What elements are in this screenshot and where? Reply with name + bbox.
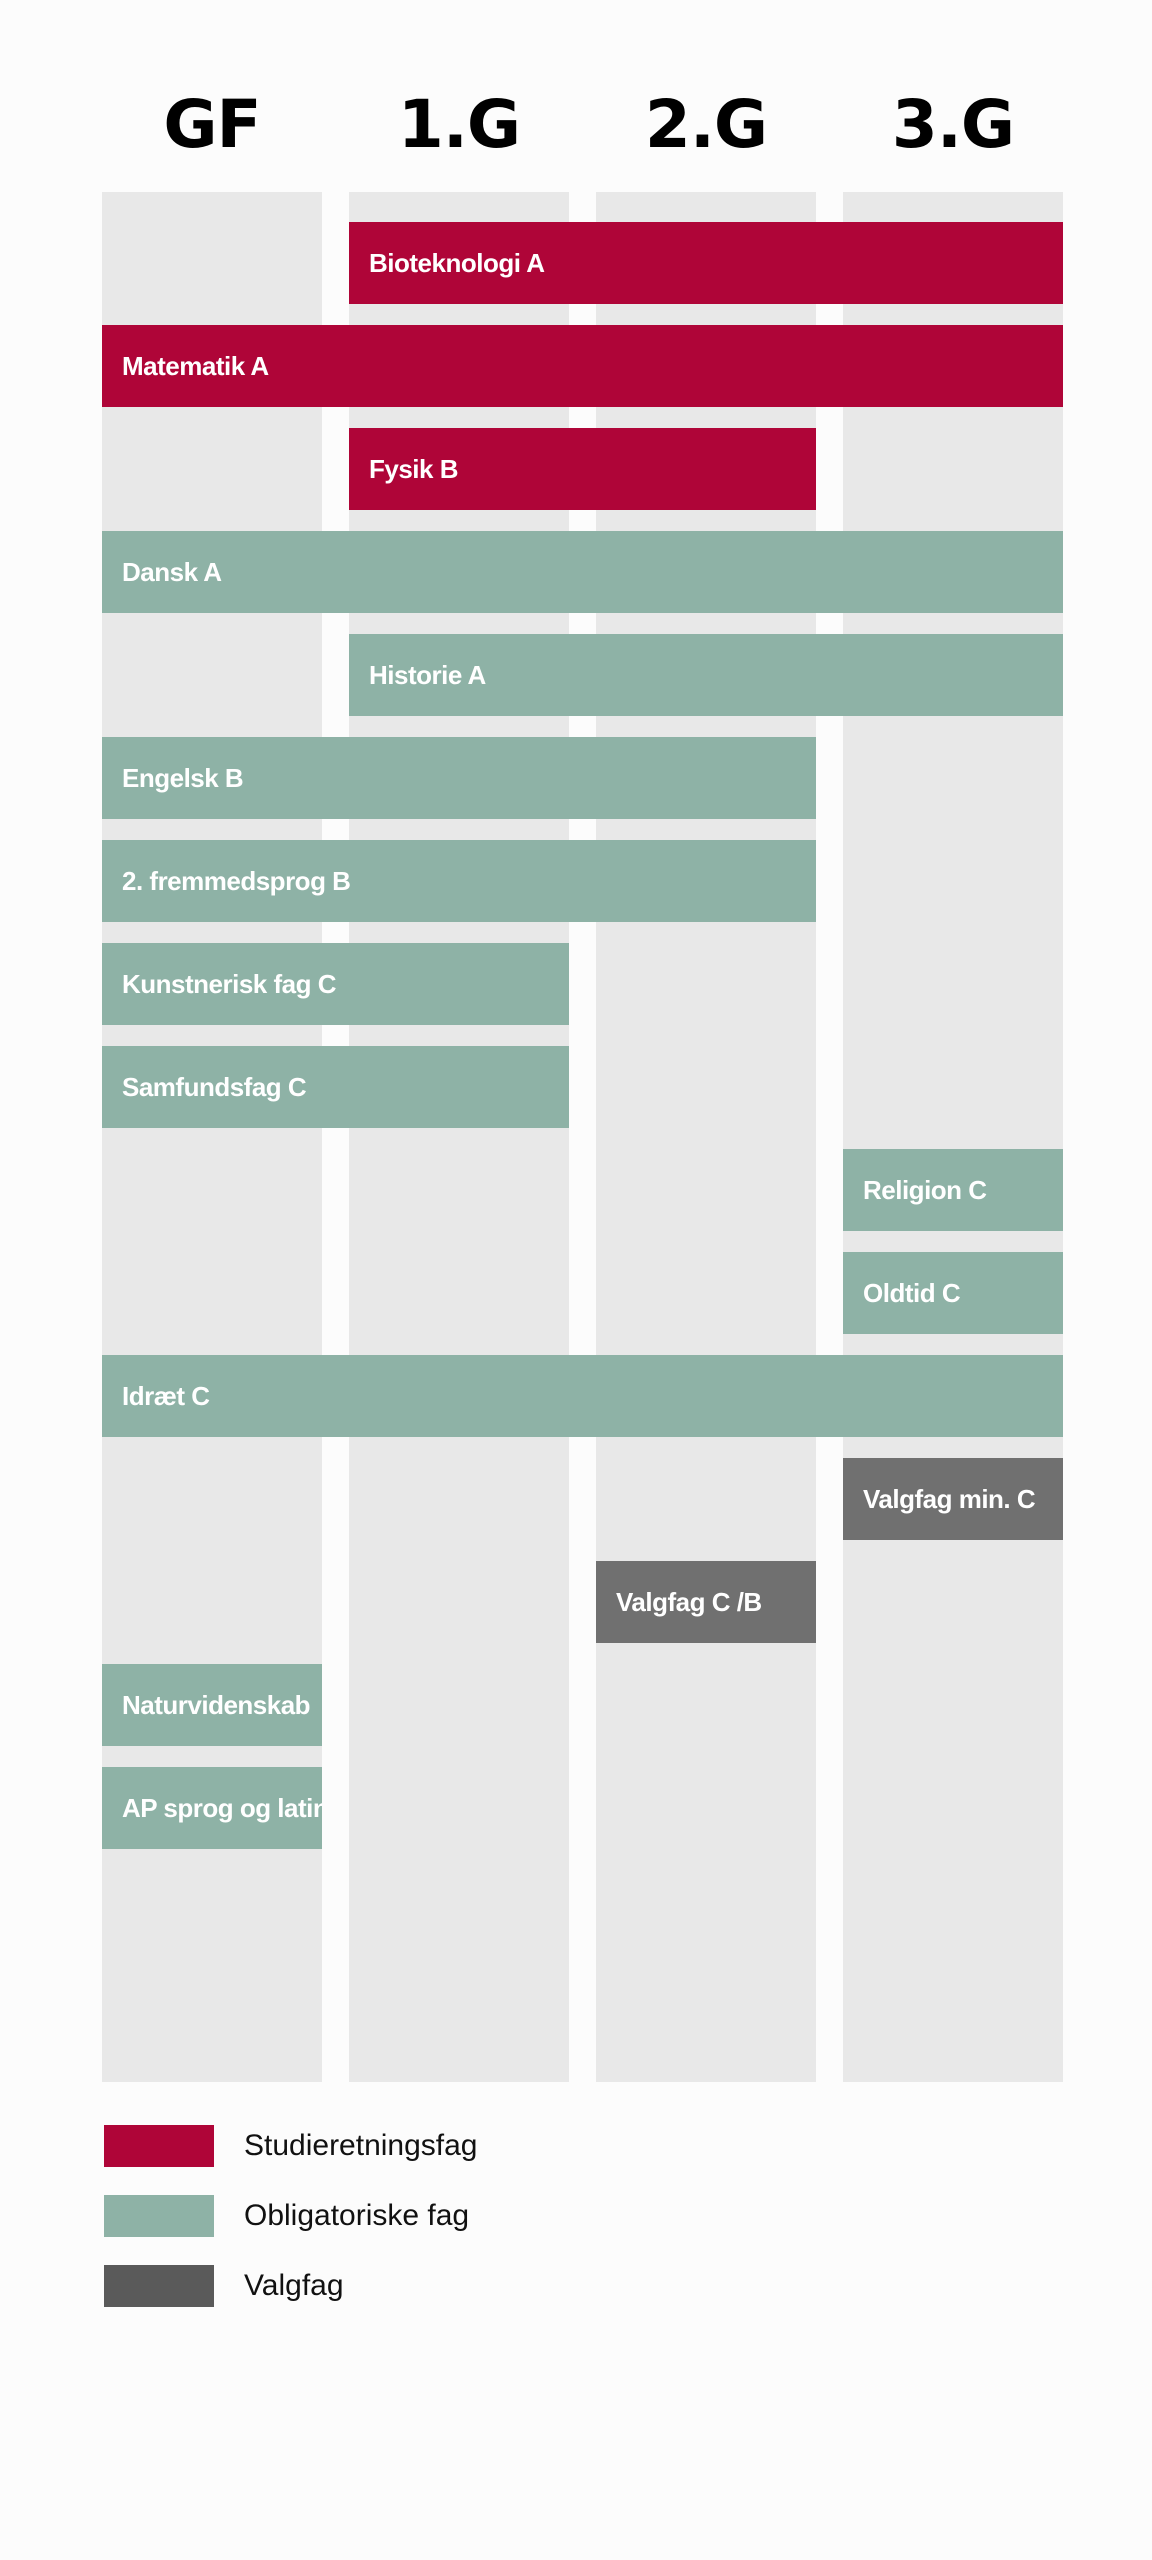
subject-bar-idraet-c: Idræt C bbox=[102, 1355, 1063, 1437]
subject-bar-naturvidenskab: Naturvidenskab bbox=[102, 1664, 322, 1746]
column-track-3g bbox=[843, 192, 1063, 2082]
subject-bar-fysik-b: Fysik B bbox=[349, 428, 816, 510]
legend-label-studieretningsfag: Studieretningsfag bbox=[244, 2129, 478, 2162]
subject-bar-engelsk-b: Engelsk B bbox=[102, 737, 816, 819]
column-header-gf: GF bbox=[163, 86, 261, 163]
legend-item-studieretningsfag: Studieretningsfag bbox=[104, 2124, 478, 2168]
subject-bar-ap-sprog-og-latin: AP sprog og latin bbox=[102, 1767, 322, 1849]
subject-bar-religion-c: Religion C bbox=[843, 1149, 1063, 1231]
subject-bar-historie-a: Historie A bbox=[349, 634, 1063, 716]
subject-bar-fremmedsprog-b: 2. fremmedsprog B bbox=[102, 840, 816, 922]
column-header-3g: 3.G bbox=[891, 86, 1015, 163]
legend-item-obligatoriske-fag: Obligatoriske fag bbox=[104, 2194, 469, 2238]
subject-bar-valgfag-min-c: Valgfag min. C bbox=[843, 1458, 1063, 1540]
subject-bar-kunstnerisk-fag-c: Kunstnerisk fag C bbox=[102, 943, 569, 1025]
legend-swatch-studieretningsfag bbox=[104, 2125, 214, 2167]
subject-bar-dansk-a: Dansk A bbox=[102, 531, 1063, 613]
legend-item-valgfag: Valgfag bbox=[104, 2264, 344, 2308]
column-header-1g: 1.G bbox=[397, 86, 521, 163]
subject-bar-oldtid-c: Oldtid C bbox=[843, 1252, 1063, 1334]
legend-label-valgfag: Valgfag bbox=[244, 2269, 344, 2302]
subject-bar-bioteknologi-a: Bioteknologi A bbox=[349, 222, 1063, 304]
column-header-2g: 2.G bbox=[644, 86, 768, 163]
legend-label-obligatoriske-fag: Obligatoriske fag bbox=[244, 2199, 470, 2232]
legend-swatch-obligatoriske-fag bbox=[104, 2195, 214, 2237]
subject-bar-matematik-a: Matematik A bbox=[102, 325, 1063, 407]
legend-swatch-valgfag bbox=[104, 2265, 214, 2307]
subject-bar-valgfag-c-b: Valgfag C /B bbox=[596, 1561, 816, 1643]
subject-bar-samfundsfag-c: Samfundsfag C bbox=[102, 1046, 569, 1128]
